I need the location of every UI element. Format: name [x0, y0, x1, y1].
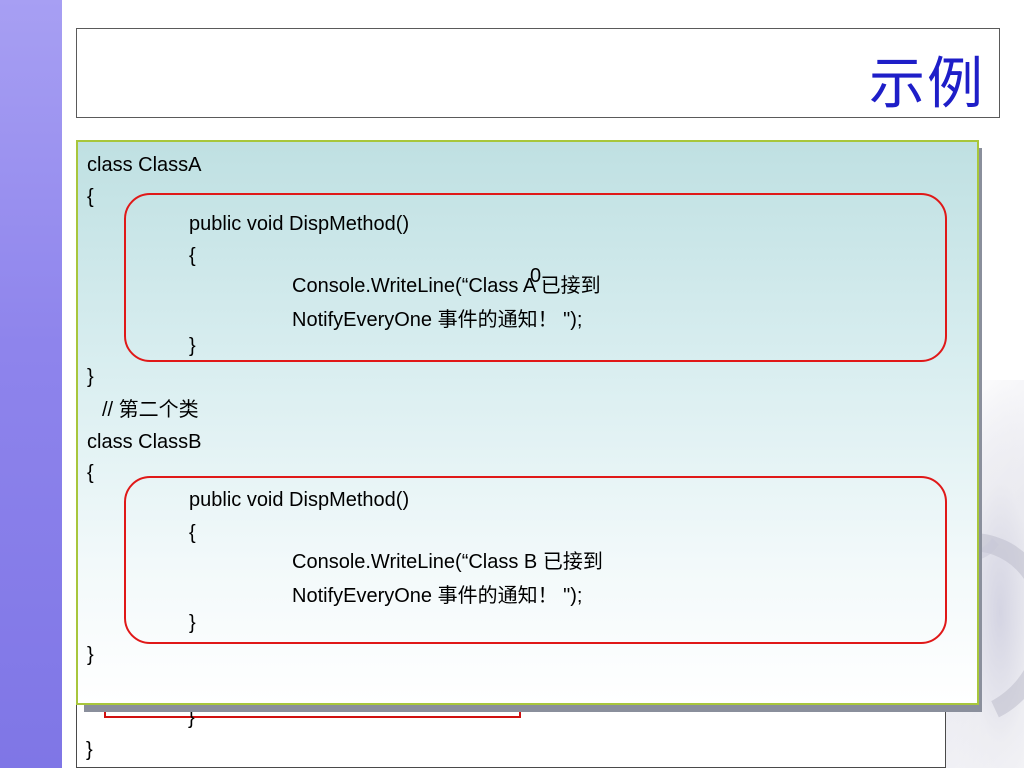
underlying-code-line: } [188, 707, 195, 729]
code-line: Console.WriteLine(“Class B 已接到 [292, 551, 603, 573]
code-panel [76, 140, 979, 705]
code-line: NotifyEveryOne 事件的通知！ "); [292, 309, 583, 331]
code-line: } [189, 612, 196, 634]
underlying-code-line: } [86, 739, 93, 761]
code-line: } [189, 335, 196, 357]
code-line: Console.WriteLine(“Class A 已接到 [292, 275, 601, 297]
code-line: } [87, 366, 94, 388]
highlight-box-classa [124, 193, 947, 362]
code-line: class ClassB [87, 431, 202, 453]
code-comment: // 第二个类 [102, 399, 199, 421]
code-line: public void DispMethod() [189, 213, 410, 235]
stray-character: 0 [530, 265, 542, 287]
code-line: class ClassA [87, 154, 202, 176]
title-box: 示例 [76, 28, 1000, 118]
highlight-box-classb [124, 476, 947, 644]
code-line: NotifyEveryOne 事件的通知！ "); [292, 585, 583, 607]
left-accent-band [0, 0, 62, 768]
code-line: { [189, 522, 196, 544]
code-line: public void DispMethod() [189, 489, 410, 511]
slide-title: 示例 [869, 52, 985, 117]
code-line: { [87, 186, 94, 208]
code-line: { [87, 462, 94, 484]
code-line: } [87, 644, 94, 666]
code-line: { [189, 245, 196, 267]
